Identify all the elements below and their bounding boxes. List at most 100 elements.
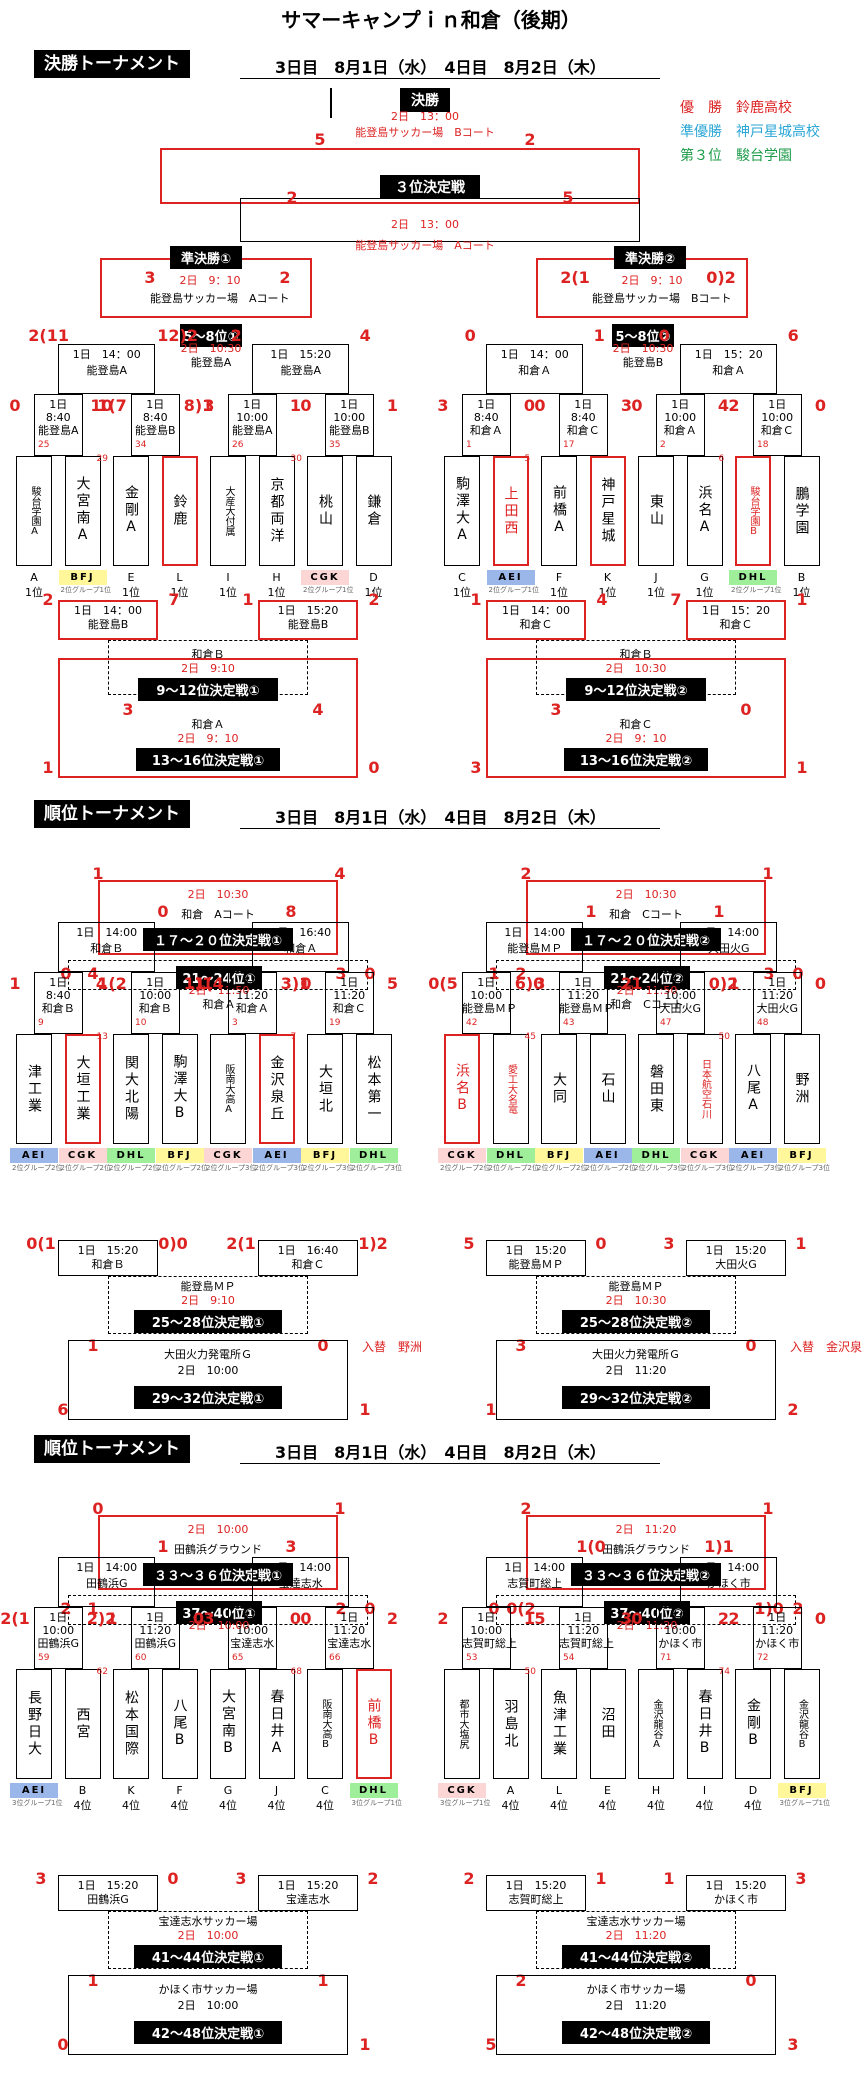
lower-m1-venue: 能登島B (87, 618, 129, 631)
seed-rank: 4位 (501, 1799, 520, 1812)
c1316-score-l: 3 (470, 758, 482, 777)
qf-box (680, 922, 778, 972)
match-number: 10 (135, 1018, 147, 1028)
group-tag: BFJ (535, 1148, 583, 1163)
lower-c1-venue: 能登島ＭＰ (608, 1280, 664, 1293)
c1316-score-r: 0 (368, 758, 380, 777)
lower-m1-time: 1日 15:20 (77, 1244, 139, 1257)
c912-score-l: 3 (550, 700, 562, 719)
seed-letter: K (127, 1784, 135, 1797)
mid-time: 2日 10:00 (188, 1619, 250, 1632)
r1-time: 1日 (671, 1611, 690, 1624)
c912-score-l: 3 (122, 700, 134, 719)
r1-time: 1日 (340, 398, 359, 411)
mid-label: 37〜40位① (176, 1601, 262, 1624)
r1-time: 1日 (146, 398, 165, 411)
lower-m2-venue: 和倉Ｃ (291, 1258, 325, 1271)
lower-c2-venue: かほく市サッカー場 (586, 1983, 686, 1996)
match-number: 66 (329, 1653, 341, 1663)
group-sub: 2位グループ3位 (303, 1164, 354, 1172)
match-number: 9 (38, 1018, 44, 1028)
group-sub: 2位グループ3位 (206, 1164, 257, 1172)
lower-c1-time: 2日 9:10 (181, 1294, 235, 1307)
seed-letter: L (176, 571, 183, 584)
r1-score-left: 3 (203, 1609, 215, 1628)
lower-m2-time: 1日 16:40 (277, 1244, 339, 1257)
top-label: １７〜２０位決定戦② (571, 928, 721, 951)
team-name: 金沢泉丘 (258, 1034, 295, 1144)
match-number: 18 (757, 440, 769, 450)
top-score-r: 1 (713, 902, 725, 921)
group-sub: 2位グループ2位 (60, 1164, 112, 1172)
team-name: 駒澤大A (444, 456, 480, 566)
r1-time2: 10:00 (42, 1624, 75, 1637)
r1-box (34, 394, 83, 456)
mid-box (68, 1595, 368, 1625)
lower-m1-score-l: 2 (42, 590, 54, 609)
lower-m2-score-r: 1 (795, 1234, 807, 1253)
top-outer-r: 1 (762, 864, 774, 883)
lower-m2-box (258, 1240, 358, 1276)
semi1-venue: 能登島サッカー場 Aコート (150, 292, 290, 305)
qf-score-left: 2(11 (28, 326, 69, 345)
top-time: 2日 10:30 (187, 888, 249, 901)
match-number: 71 (660, 1653, 672, 1663)
lower-m1-time: 1日 14：00 (74, 604, 142, 617)
lower-c2-time: 2日 11:20 (605, 1364, 667, 1377)
match-number: 30 (290, 454, 302, 464)
qf-score-left: 0 (464, 326, 476, 345)
r1-score-left: 1(4 (194, 974, 224, 993)
seed-letter: I (226, 571, 230, 584)
r1-time2: 10:00 (139, 989, 172, 1002)
semi1-score-left: 3 (144, 268, 156, 287)
group-tag: AEI (252, 1148, 301, 1163)
group-sub: 2位グループ3位 (682, 1164, 734, 1172)
r1-score-right: 3 (620, 396, 633, 415)
qf-time: 1日 14:00 (504, 1561, 566, 1574)
match-number: 34 (135, 440, 147, 450)
section-underline (240, 1463, 660, 1464)
qf-venue: 宝達志水 (278, 1577, 323, 1590)
team-name: 大同 (541, 1034, 577, 1144)
top-outer-r: 1 (334, 1499, 346, 1518)
r1-box (131, 394, 180, 456)
qf-venue: 和倉Ａ (712, 364, 746, 377)
lower-m2-venue: 能登島B (287, 618, 329, 631)
lower-c1-venue: 宝達志水サッカー場 (158, 1915, 258, 1928)
lower-m1-box (486, 1240, 586, 1276)
seed-letter: F (555, 571, 563, 584)
lower-c1-score-r: 0 (745, 1336, 757, 1355)
match-number: 50 (524, 1667, 536, 1677)
top-box (526, 880, 766, 955)
r1-time2: 11:20 (567, 1624, 600, 1637)
group-sub: 3位グループ1位 (351, 1799, 403, 1807)
r1-score-left: 2 (728, 396, 740, 415)
lower-m2-time: 1日 15:20 (705, 1879, 767, 1892)
group-sub: 2位グループ3位 (634, 1164, 685, 1172)
r1-box (462, 1607, 511, 1669)
team-name: 磐田東 (638, 1034, 674, 1144)
lower-c2-label: 29〜32位決定戦① (134, 1386, 282, 1409)
team-name: 西宮 (64, 1669, 101, 1779)
c912-venue: 和倉Ｂ (191, 648, 225, 661)
seed-rank: 1位 (170, 586, 189, 599)
c1316-label: 13〜16位決定戦① (136, 748, 280, 771)
lower-m1-venue: 田鶴浜G (87, 1893, 129, 1906)
lower-c1-box (108, 1276, 308, 1334)
r1-box (462, 394, 511, 456)
lower-m1-score-l: 1 (470, 590, 482, 609)
lower-m1-venue: 能登島ＭＰ (508, 1258, 564, 1271)
p58b-label: 5〜8位② (612, 324, 674, 347)
seed-letter: G (223, 1784, 233, 1797)
team-name: 野洲 (783, 1034, 820, 1144)
seed-letter: B (78, 1784, 87, 1797)
qf-venue: 志賀町総上 (507, 1577, 563, 1590)
r1-time2: 10:00 (664, 1624, 697, 1637)
seed-letter: A (30, 571, 38, 584)
team-name: 松本国際 (113, 1669, 149, 1779)
semi2-score-left: 2(1 (560, 268, 590, 287)
qf-box (58, 344, 156, 394)
lower-m2-box (686, 1240, 786, 1276)
group-sub: 2位グループ1位 (303, 586, 354, 594)
r1-venue: 志賀町総上 (559, 1637, 614, 1650)
